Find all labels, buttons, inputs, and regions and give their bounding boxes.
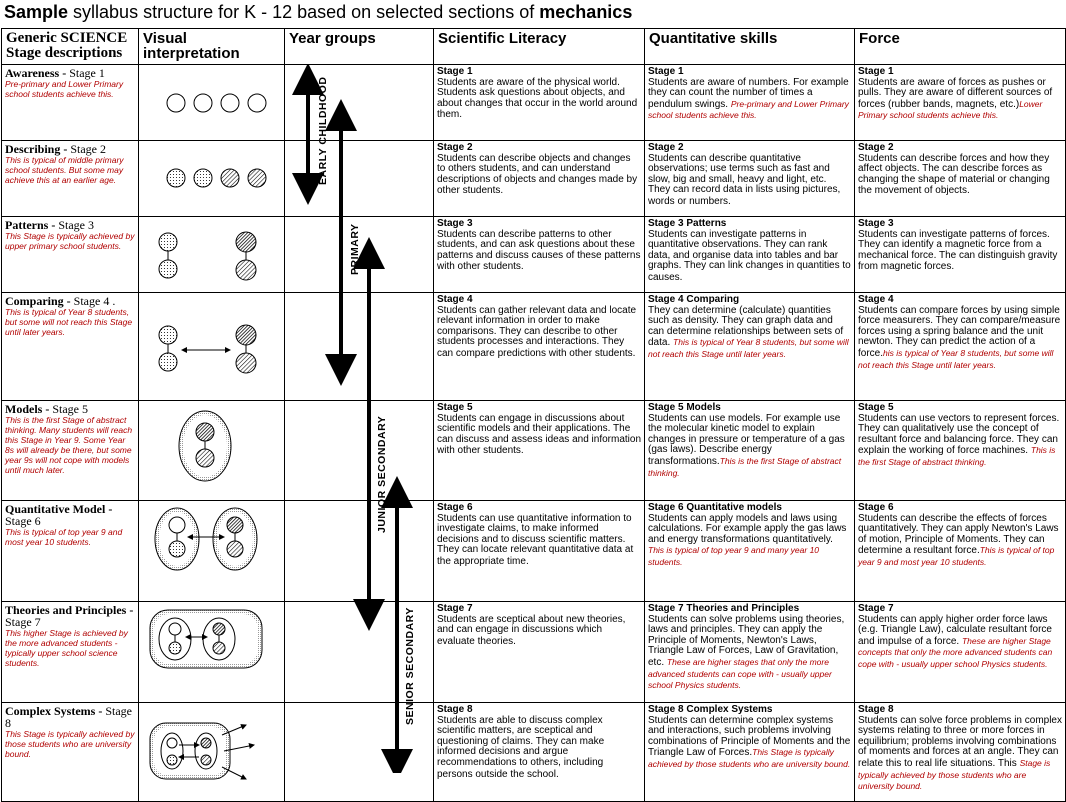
stage-number: Stage 7 <box>5 615 41 629</box>
year-cell <box>284 216 434 293</box>
year-cell <box>284 292 434 401</box>
stage-name: Complex Systems - <box>5 704 103 718</box>
year-cell <box>284 400 434 501</box>
year-cell <box>284 702 434 802</box>
stage-description-cell: Comparing - Stage 4 .This is typical of … <box>1 292 139 401</box>
stage-name: Describing - <box>5 142 68 156</box>
visual-cell <box>138 140 285 217</box>
visual-cell <box>138 64 285 141</box>
stage-number: Stage 4 . <box>70 294 116 308</box>
stage-note: This Stage is typically achieved by uppe… <box>5 231 135 251</box>
visual-diagram <box>158 231 257 281</box>
stage-note: Pre-primary and Lower Primary school stu… <box>5 79 124 99</box>
stage-note: This is the first Stage of abstract thin… <box>5 415 133 475</box>
year-cell <box>284 64 434 141</box>
visual-diagram <box>154 507 258 571</box>
stage-note: This is typical of top year 9 and most y… <box>5 527 123 547</box>
header-year-groups: Year groups <box>284 28 434 65</box>
year-cell <box>284 601 434 703</box>
header-quantitative-skills: Quantitative skills <box>644 28 855 65</box>
visual-cell <box>138 216 285 293</box>
stage-number: Stage 1 <box>66 66 105 80</box>
year-cell <box>284 140 434 217</box>
visual-cell <box>138 601 285 703</box>
stage-name: Comparing - <box>5 294 71 308</box>
stage-name: Patterns - <box>5 218 56 232</box>
visual-cell <box>138 500 285 602</box>
stage-note: This Stage is typically achieved by thos… <box>5 729 135 759</box>
visual-cell <box>138 292 285 401</box>
stage-number: Stage 8 <box>5 704 132 730</box>
stage-number: Stage 2 <box>67 142 106 156</box>
visual-cell <box>138 400 285 501</box>
visual-diagram <box>149 722 255 780</box>
page-title: Sample syllabus structure for K - 12 bas… <box>4 2 633 22</box>
stage-number: Stage 5 <box>49 402 88 416</box>
visual-cell <box>138 702 285 802</box>
year-cell <box>284 500 434 602</box>
stage-row: Comparing - Stage 4 .This is typical of … <box>1 292 1066 401</box>
stage-name: Awareness - <box>5 66 67 80</box>
visual-diagram <box>166 168 267 188</box>
header-visual: Visual interpretation <box>138 28 285 65</box>
stage-note: This higher Stage is achieved by the mor… <box>5 628 128 668</box>
stage-number: Stage 3 <box>55 218 94 232</box>
stage-note: This is typical of Year 8 students, but … <box>5 307 133 337</box>
stage-name: Models - <box>5 402 50 416</box>
stage-name: Quantitative Model - <box>5 502 113 516</box>
visual-diagram <box>178 410 232 482</box>
header-force: Force <box>854 28 1066 65</box>
stage-name: Theories and Principles - <box>5 603 134 617</box>
visual-diagram <box>149 609 263 669</box>
stage-number: Stage 6 <box>5 514 41 528</box>
stage-note: This is typical of middle primary school… <box>5 155 124 185</box>
header-scientific-literacy: Scientific Literacy <box>433 28 645 65</box>
visual-diagram <box>158 324 257 374</box>
visual-diagram <box>166 93 267 113</box>
